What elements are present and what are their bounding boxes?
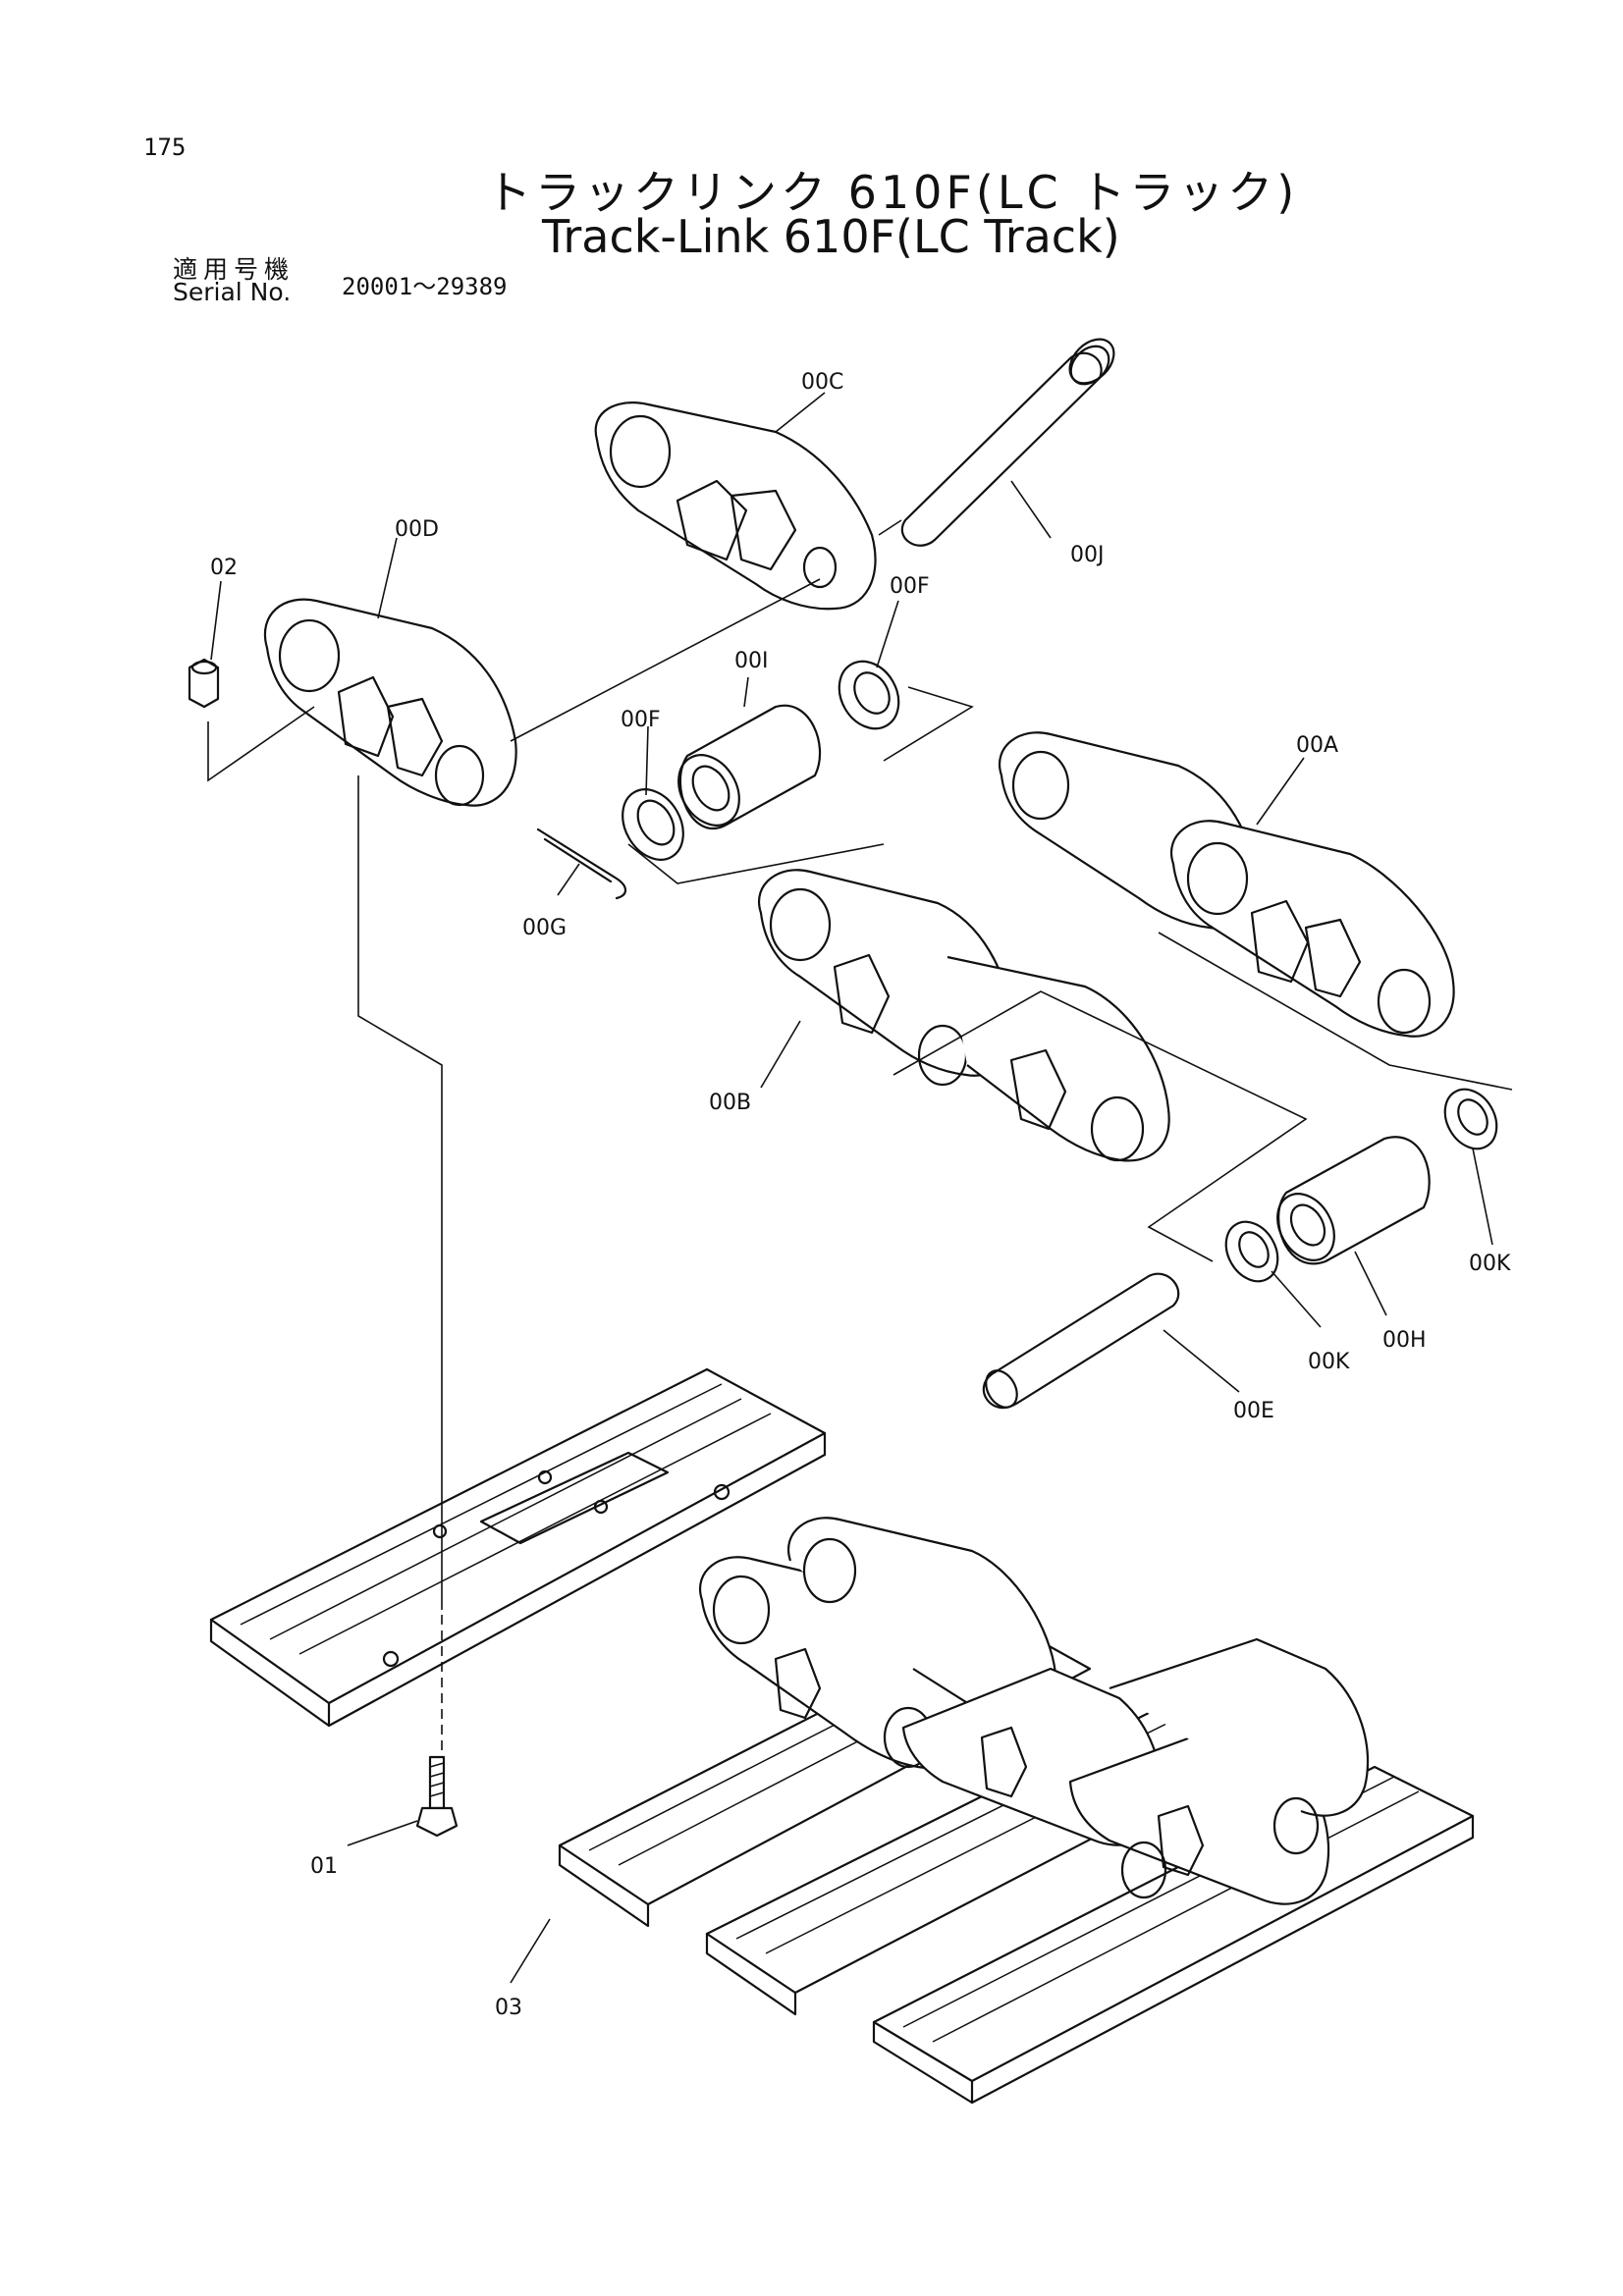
part-00j-pin xyxy=(878,338,1115,547)
page-number: 175 xyxy=(143,133,187,161)
part-00k-seal-mid xyxy=(1224,1220,1279,1283)
label-00g: 00G xyxy=(522,916,567,940)
serial-label-english: Serial No. xyxy=(173,278,292,306)
label-00i: 00I xyxy=(734,649,768,673)
part-00h-bushing xyxy=(1276,1136,1431,1265)
part-00b-link-assembly xyxy=(758,869,1170,1162)
label-01: 01 xyxy=(310,1854,338,1879)
title-japanese: トラックリンク 610F(LC トラック) xyxy=(486,166,1299,219)
part-00f-seal-left xyxy=(622,788,684,861)
part-02-nut xyxy=(188,658,220,709)
label-00b: 00B xyxy=(709,1091,751,1115)
label-00c: 00C xyxy=(801,370,843,395)
part-00i-bushing xyxy=(677,704,822,829)
serial-range: 20001～29389 xyxy=(342,273,508,300)
label-00k-right: 00K xyxy=(1469,1252,1511,1276)
label-03: 03 xyxy=(495,1996,522,2020)
part-00g-cotter-pin xyxy=(536,828,627,900)
part-03-track-section xyxy=(558,1517,1475,2105)
guide-lines xyxy=(207,578,1513,1757)
part-00k-seal-right xyxy=(1443,1088,1498,1150)
part-00d-link-plate xyxy=(264,598,517,807)
part-00f-seal-top xyxy=(838,660,900,730)
track-shoe-single xyxy=(209,1367,827,1728)
label-00a: 00A xyxy=(1296,733,1338,758)
serial-label-japanese: 適用号機 xyxy=(173,255,296,284)
label-leaders xyxy=(210,392,1493,1984)
label-00h: 00H xyxy=(1382,1328,1427,1353)
title-english: Track-Link 610F(LC Track) xyxy=(542,210,1120,263)
label-00f-left: 00F xyxy=(621,708,661,732)
part-01-bolt xyxy=(415,1755,459,1838)
part-00c-link-plate xyxy=(594,401,877,611)
label-00f-top: 00F xyxy=(890,574,930,599)
part-00e-pin xyxy=(982,1272,1180,1410)
label-00d: 00D xyxy=(395,517,439,542)
part-00a-link-assembly xyxy=(999,731,1455,1038)
label-00k-mid: 00K xyxy=(1308,1350,1350,1374)
label-00j: 00J xyxy=(1070,543,1104,567)
label-00e: 00E xyxy=(1233,1399,1274,1423)
label-02: 02 xyxy=(210,556,238,580)
